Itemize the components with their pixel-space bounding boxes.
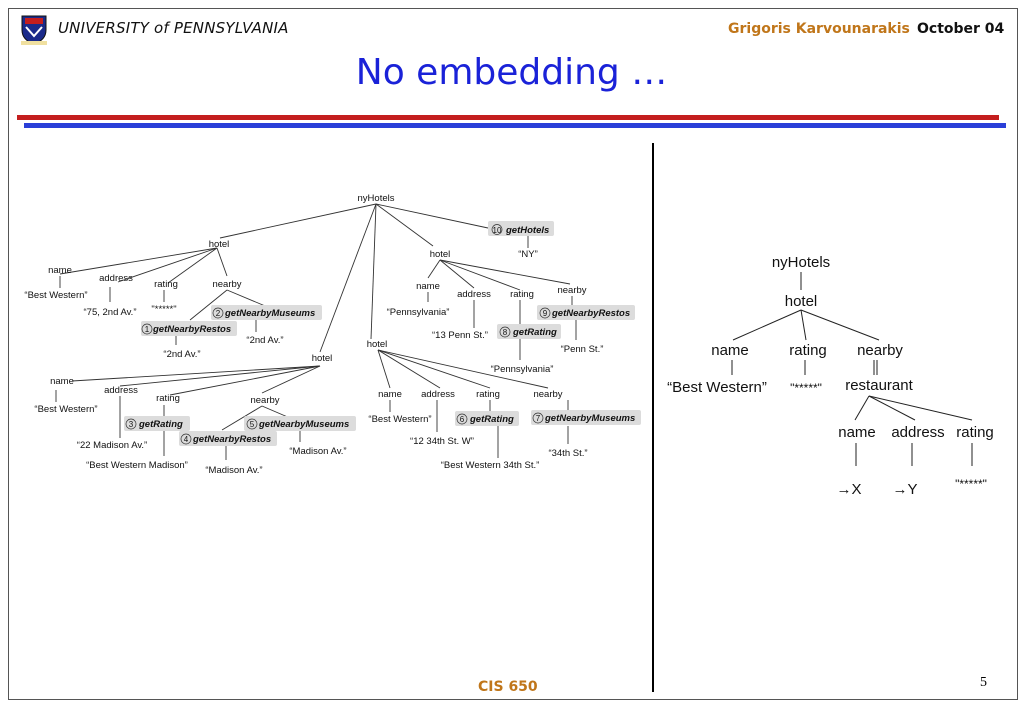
hotel1-name-label: name xyxy=(48,265,72,276)
service-6-arg: “Best Western 34th St.” xyxy=(441,460,540,471)
right-name-value: “Best Western” xyxy=(667,379,767,396)
right-restaurant-name-label: name xyxy=(838,424,876,441)
service-4-circle xyxy=(180,433,192,445)
right-rating-label: rating xyxy=(789,342,827,359)
left-root-label: nyHotels xyxy=(358,193,395,204)
hotel3-address-label: address xyxy=(457,289,491,300)
service-5-arg: “Madison Av.” xyxy=(289,446,346,457)
service-1-number: 1 xyxy=(145,325,150,334)
institution-name: UNIVERSITY of PENNSYLVANIA xyxy=(58,19,289,37)
hotel2-name-value: “Best Western” xyxy=(34,404,97,415)
slide-date: October 04 xyxy=(917,21,1005,37)
service-8-number: 8 xyxy=(503,328,508,337)
service-1-name: getNearbyRestos xyxy=(152,324,231,335)
right-nearby-label: nearby xyxy=(857,342,903,359)
hotel4-rating-label: rating xyxy=(476,389,500,400)
hotel3-name-value: “Pennsylvania” xyxy=(387,307,450,318)
service-7-arg: “34th St.” xyxy=(548,448,587,459)
hotel1-rating-label: rating xyxy=(154,279,178,290)
hotel3-nearby-label: nearby xyxy=(557,285,586,296)
service-5-name: getNearbyMuseums xyxy=(258,419,349,430)
service-5-circle xyxy=(246,418,258,430)
service-6-circle xyxy=(456,413,468,425)
right-restaurant-label: restaurant xyxy=(845,377,913,394)
hotel1-rating-value: "*****" xyxy=(151,304,176,315)
slide-frame xyxy=(8,8,1018,700)
hotel4-label: hotel xyxy=(367,339,388,350)
hotel1-nearby-label: nearby xyxy=(212,279,241,290)
header-rule-red xyxy=(17,115,999,120)
hotel1-name-value: “Best Western” xyxy=(24,290,87,301)
service-1-circle xyxy=(141,323,153,335)
hotel4-name-label: name xyxy=(378,389,402,400)
service-3-number: 3 xyxy=(129,420,134,429)
service-8-name: getRating xyxy=(512,327,557,338)
service-10-arg: “NY” xyxy=(518,249,538,260)
service-6-number: 6 xyxy=(460,415,465,424)
service-9-name: getNearbyRestos xyxy=(551,308,630,319)
hotel2-nearby-label: nearby xyxy=(250,395,279,406)
service-1-arg: “2nd Av.” xyxy=(163,349,200,360)
right-restaurant-address-value: →Y xyxy=(892,481,917,498)
course-footer: CIS 650 xyxy=(478,679,538,695)
hotel3-address-value: “13 Penn St.” xyxy=(432,330,488,341)
hotel2-label: hotel xyxy=(312,353,333,364)
hotel2-address-value: “22 Madison Av.” xyxy=(77,440,147,451)
service-4-name: getNearbyRestos xyxy=(192,434,271,445)
service-10-name: getHotels xyxy=(505,225,549,236)
hotel4-name-value: “Best Western” xyxy=(368,414,431,425)
service-5-number: 5 xyxy=(250,420,255,429)
service-7-name: getNearbyMuseums xyxy=(544,413,635,424)
service-10-number: 10 xyxy=(493,226,502,235)
service-9-number: 9 xyxy=(543,309,548,318)
hotel1-address-value: “75, 2nd Av.” xyxy=(84,307,137,318)
service-8-circle xyxy=(499,326,511,338)
hotel3-rating-label: rating xyxy=(510,289,534,300)
service-9-arg: “Penn St.” xyxy=(561,344,604,355)
hotel2-address-label: address xyxy=(104,385,138,396)
hotel4-nearby-label: nearby xyxy=(533,389,562,400)
service-7-number: 7 xyxy=(536,414,541,423)
service-9-circle xyxy=(539,307,551,319)
right-restaurant-address-label: address xyxy=(891,424,944,441)
service-2-name: getNearbyMuseums xyxy=(224,308,315,319)
service-2-circle xyxy=(212,307,224,319)
hotel3-label: hotel xyxy=(430,249,451,260)
right-restaurant-rating-value: "*****" xyxy=(955,477,987,491)
hotel4-address-label: address xyxy=(421,389,455,400)
hotel4-address-value: “12 34th St. W” xyxy=(410,436,474,447)
column-divider xyxy=(652,143,654,692)
penn-shield-icon xyxy=(21,15,47,45)
hotel3-name-label: name xyxy=(416,281,440,292)
page-number: 5 xyxy=(980,675,987,690)
service-3-circle xyxy=(125,418,137,430)
service-3-arg: “Best Western Madison” xyxy=(86,460,188,471)
hotel2-rating-label: rating xyxy=(156,393,180,404)
hotel1-label: hotel xyxy=(209,239,230,250)
right-restaurant-rating-label: rating xyxy=(956,424,994,441)
right-root-label: nyHotels xyxy=(772,254,830,271)
right-name-label: name xyxy=(711,342,749,359)
service-4-arg: “Madison Av.” xyxy=(205,465,262,476)
hotel1-address-label: address xyxy=(99,273,133,284)
right-restaurant-name-value: →X xyxy=(836,481,861,498)
author-name: Grigoris Karvounarakis xyxy=(728,21,910,37)
service-8-arg: “Pennsylvania” xyxy=(491,364,554,375)
service-7-circle xyxy=(532,412,544,424)
service-4-number: 4 xyxy=(184,435,189,444)
service-6-name: getRating xyxy=(469,414,514,425)
right-rating-value: "*****" xyxy=(790,381,822,395)
header-rule-blue xyxy=(24,123,1006,128)
right-hotel-label: hotel xyxy=(785,293,818,310)
service-10-circle xyxy=(491,224,503,235)
service-2-arg: “2nd Av.” xyxy=(246,335,283,346)
service-3-name: getRating xyxy=(138,419,183,430)
slide-title: No embedding … xyxy=(355,52,668,93)
service-2-number: 2 xyxy=(216,309,221,318)
hotel2-name-label: name xyxy=(50,376,74,387)
